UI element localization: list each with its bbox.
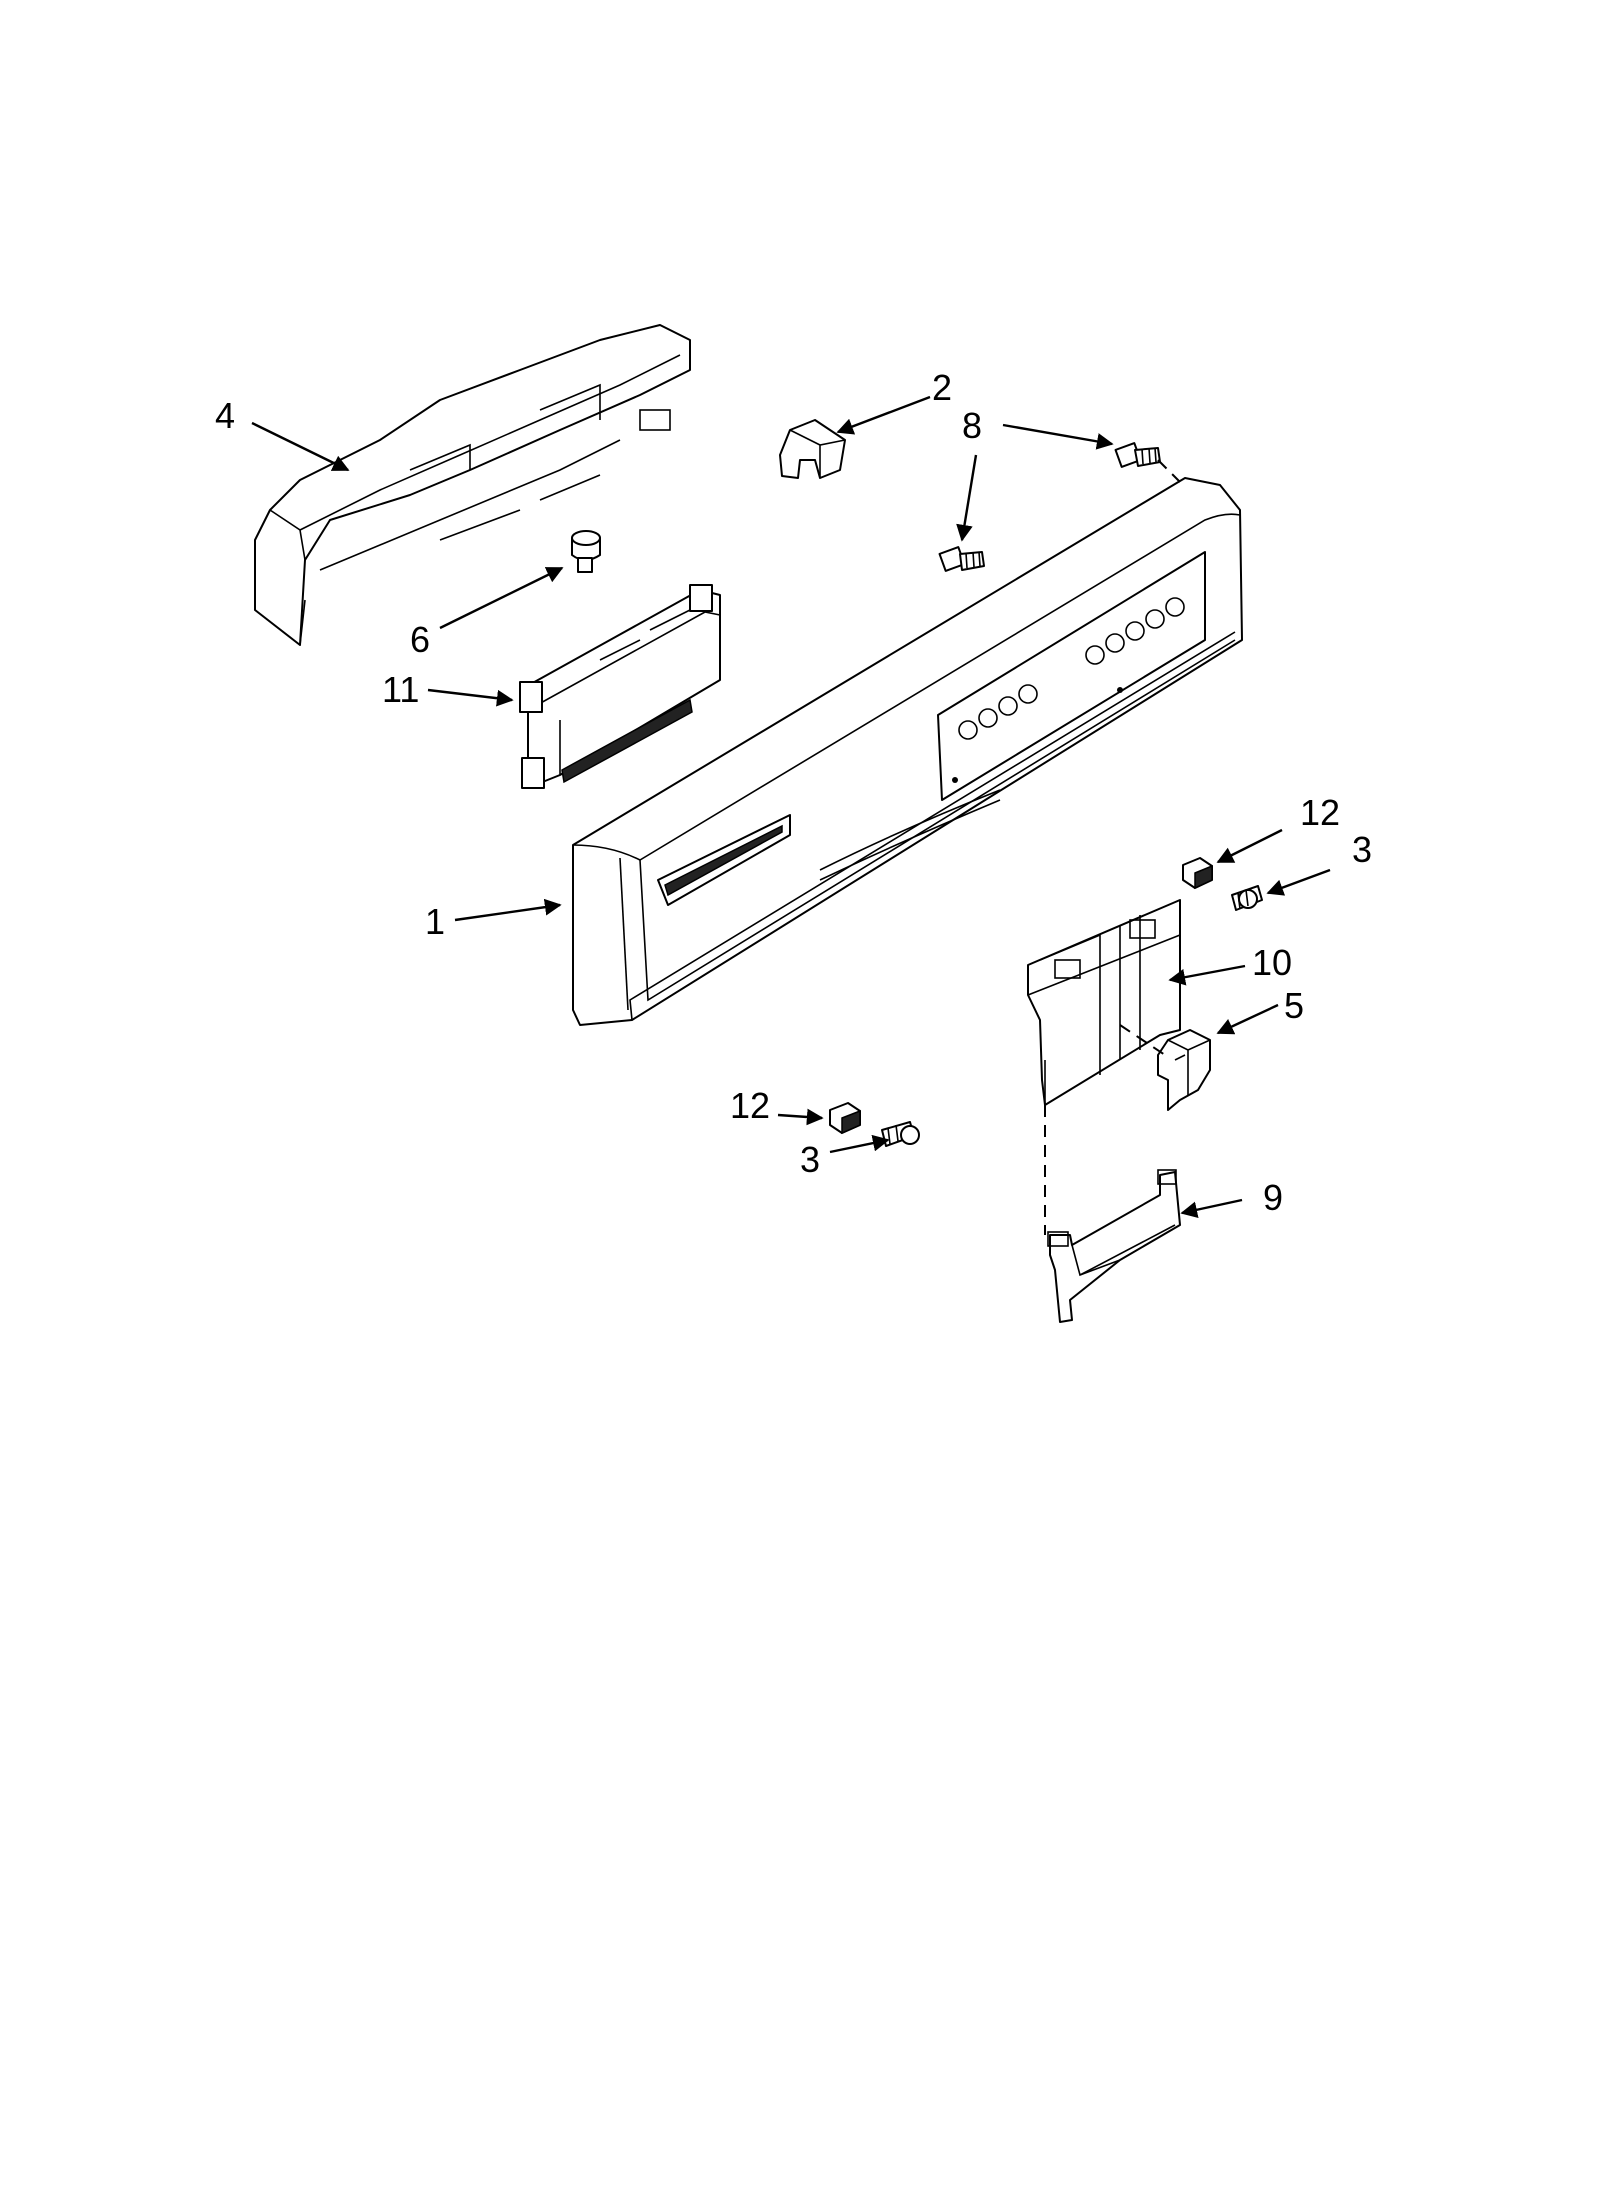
part-11-control-board: [519, 584, 721, 789]
callout-9: 9: [1263, 1177, 1283, 1218]
callout-10: 10: [1252, 942, 1292, 983]
part-8-screw-upper: [1114, 442, 1161, 468]
part-8-screw-lower: [938, 546, 985, 572]
alignment-line-screw: [1157, 459, 1181, 483]
callout-3-left: 3: [800, 1139, 820, 1180]
part-3-screw-right: [1231, 885, 1263, 911]
callout-2: 2: [932, 367, 952, 408]
part-12-connector-right: [1182, 857, 1213, 890]
part-1-console-panel: [572, 477, 1243, 1026]
callout-6: 6: [410, 619, 430, 660]
part-4-console-housing: [254, 324, 691, 646]
part-3-screw-left: [881, 1121, 920, 1147]
callout-3-right: 3: [1352, 829, 1372, 870]
leader-lines: [251, 395, 1331, 1219]
alignment-line-clip: [1119, 1024, 1166, 1056]
callout-12-right: 12: [1300, 792, 1340, 833]
part-9-bottom-bracket: [1047, 1169, 1181, 1323]
callout-8: 8: [962, 405, 982, 446]
part-5-clip: [1157, 1029, 1211, 1111]
callout-12-left: 12: [730, 1085, 770, 1126]
callout-4: 4: [215, 395, 235, 436]
callout-5: 5: [1284, 985, 1304, 1026]
part-12-connector-left: [829, 1102, 861, 1135]
part-2-clip: [779, 419, 846, 479]
callout-11: 11: [382, 669, 419, 710]
callout-1: 1: [425, 901, 445, 942]
part-6-button: [571, 530, 601, 573]
